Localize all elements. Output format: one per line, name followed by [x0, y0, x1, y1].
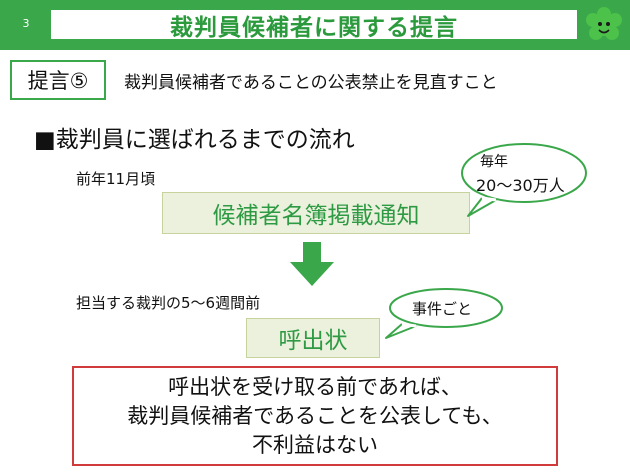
- bubble-per-case-text: 事件ごと: [412, 300, 473, 318]
- step1-timing: 前年11月頃: [76, 170, 156, 188]
- green-flower-face-icon: [586, 7, 622, 40]
- slide-title: 裁判員候補者に関する提言: [170, 14, 458, 41]
- step2-summons-text: 呼出状: [278, 328, 348, 354]
- step1-notice-text: 候補者名簿掲載通知: [212, 203, 420, 229]
- proposal-text: 裁判員候補者であることの公表禁止を見直すこと: [124, 73, 498, 93]
- conclusion-line-3: 不利益はない: [252, 432, 378, 457]
- bubble-annual-line1: 毎年: [480, 154, 508, 170]
- slide-number: 3: [22, 17, 30, 30]
- conclusion-box: 呼出状を受け取る前であれば、 裁判員候補者であることを公表しても、 不利益はない: [72, 366, 558, 466]
- speech-bubble-per-case: [385, 288, 503, 339]
- flow-heading: ■裁判員に選ばれるまでの流れ: [34, 127, 355, 153]
- speech-bubble-annual: [461, 143, 587, 217]
- step1-notice-box: 候補者名簿掲載通知: [162, 192, 470, 234]
- bubble-annual-line2: 20～30万人: [476, 176, 565, 195]
- proposal-label: 提言⑤: [10, 60, 106, 100]
- arrow-down-icon: [290, 242, 334, 286]
- step2-summons-box: 呼出状: [246, 318, 380, 358]
- title-box: 裁判員候補者に関する提言: [48, 7, 580, 42]
- conclusion-line-2: 裁判員候補者であることを公表しても、: [127, 403, 503, 428]
- step2-timing: 担当する裁判の5～6週間前: [76, 294, 261, 312]
- conclusion-line-1: 呼出状を受け取る前であれば、: [168, 374, 462, 399]
